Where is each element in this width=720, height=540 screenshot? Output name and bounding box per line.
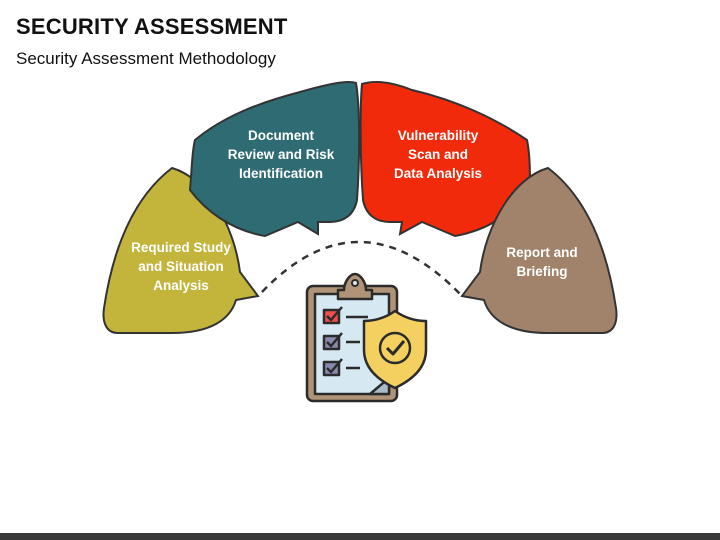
footer-bar <box>0 533 720 540</box>
clipboard-checklist-shield-icon <box>305 272 428 403</box>
page-title: SECURITY ASSESSMENT <box>16 14 288 39</box>
page-subtitle: Security Assessment Methodology <box>16 49 276 68</box>
dashed-arc <box>261 240 463 297</box>
step-3-label: Vulnerability Scan and Data Analysis <box>393 128 483 181</box>
step-4-shape <box>460 166 618 334</box>
step-2-shape <box>188 81 361 238</box>
step-2-label: Document Review and Risk Identification <box>227 128 335 181</box>
step-1-shape <box>102 166 260 334</box>
step-4-label: Report and Briefing <box>506 245 578 279</box>
step-1-label: Required Study and Situation Analysis <box>131 240 231 293</box>
